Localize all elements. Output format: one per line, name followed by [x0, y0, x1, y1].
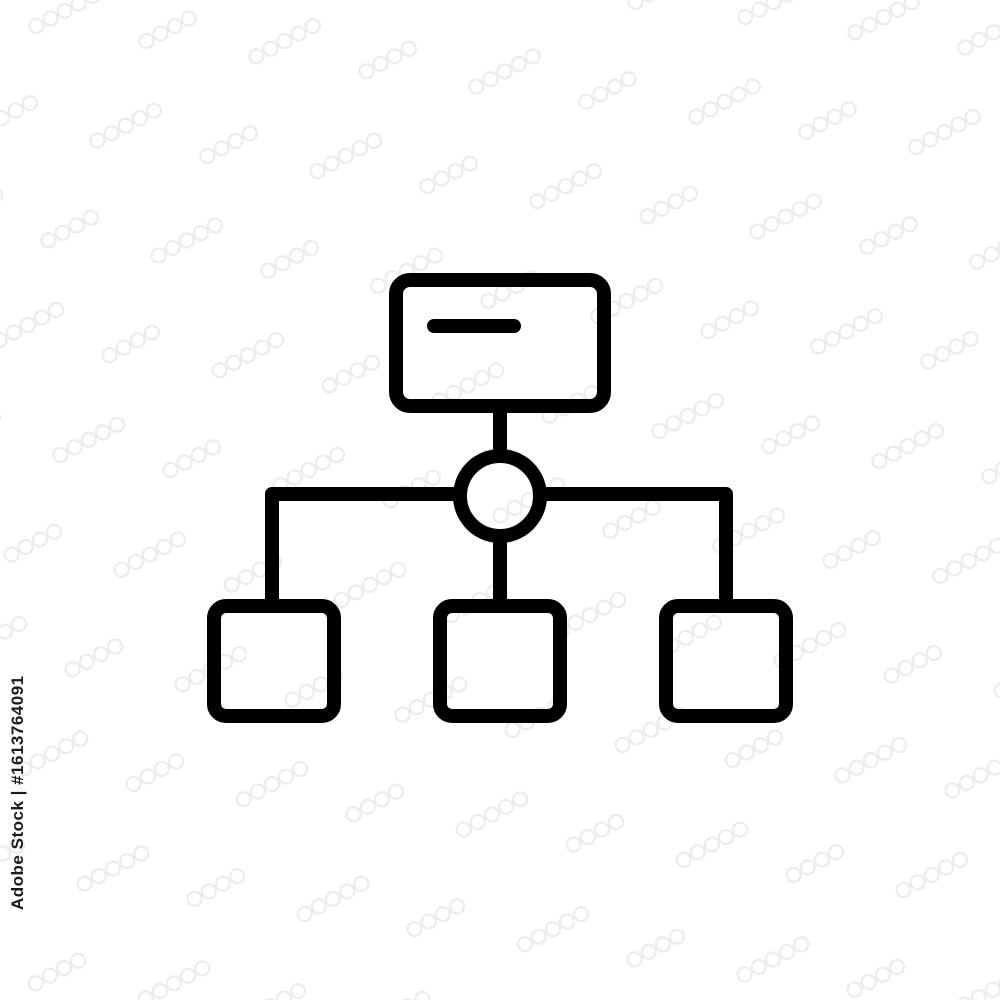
top-node-box [389, 273, 611, 413]
stock-id-label: Adobe Stock | #1613764091 [8, 675, 36, 910]
bottom-node-right [659, 599, 793, 723]
hub-circle [453, 449, 547, 543]
left-branch-connector [265, 487, 467, 613]
bottom-node-center [433, 599, 567, 723]
stock-id-text: Adobe Stock | #1613764091 [8, 675, 27, 910]
bottom-node-left [207, 599, 341, 723]
right-branch-connector [533, 487, 733, 613]
